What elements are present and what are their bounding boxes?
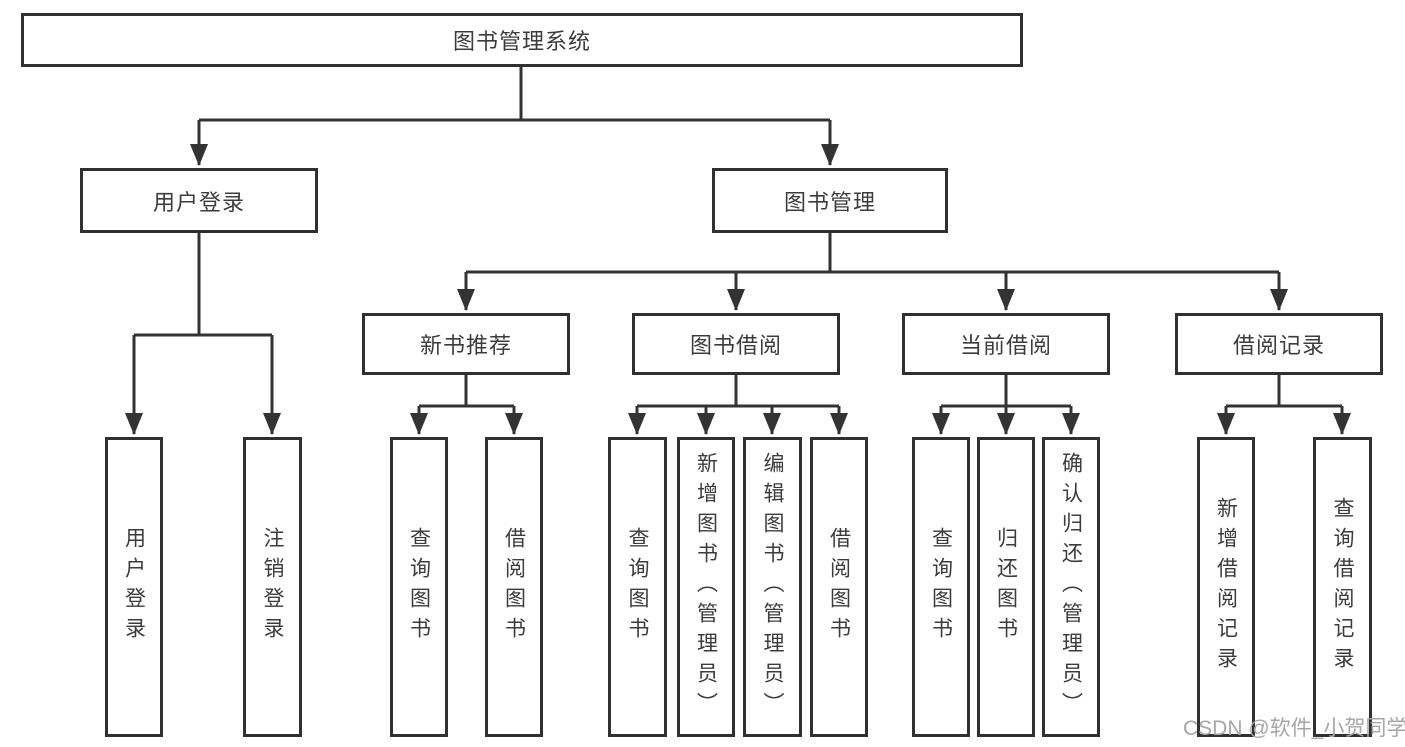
connector-current-trunk <box>941 375 1071 408</box>
node-current-borrowing: 当前借阅 <box>902 313 1110 375</box>
node-current-borrowing-label: 当前借阅 <box>959 333 1052 358</box>
leaf-current-return-book-label: 归还图书 <box>994 527 1018 647</box>
node-book-borrowing-label: 图书借阅 <box>689 333 782 358</box>
leaf-current-confirm-return-label: 确认归还（管理员） <box>1059 452 1083 722</box>
leaf-current-query-book-label: 查询图书 <box>929 527 953 647</box>
leaf-records-add-record: 新增借阅记录 <box>1197 437 1255 737</box>
connector-user-login-trunk <box>134 233 272 337</box>
node-user-login-label: 用户登录 <box>152 189 245 215</box>
connector-borrowing-trunk <box>637 375 839 408</box>
leaf-records-add-record-label: 新增借阅记录 <box>1214 497 1238 677</box>
leaf-logout-label: 注销登录 <box>261 527 284 647</box>
connector-root-trunk <box>199 67 830 122</box>
leaf-logout: 注销登录 <box>243 437 302 737</box>
node-book-borrowing: 图书借阅 <box>632 313 840 375</box>
leaf-borrowing-add-book: 新增图书（管理员） <box>677 437 735 737</box>
csdn-watermark: CSDN @软件_小贺同学 <box>1183 717 1405 740</box>
leaf-recommend-query-book-label: 查询图书 <box>407 527 431 647</box>
leaf-borrowing-borrow-book-label: 借阅图书 <box>827 527 851 647</box>
leaf-borrowing-query-book: 查询图书 <box>608 437 667 737</box>
leaf-records-query-record-label: 查询借阅记录 <box>1331 497 1354 677</box>
leaf-user-login: 用户登录 <box>105 437 163 737</box>
leaf-borrowing-query-book-label: 查询图书 <box>626 527 649 647</box>
leaf-records-query-record: 查询借阅记录 <box>1313 437 1372 737</box>
leaf-borrowing-borrow-book: 借阅图书 <box>810 437 868 737</box>
node-borrowing-records-label: 借阅记录 <box>1232 333 1325 358</box>
node-book-management-label: 图书管理 <box>783 189 876 215</box>
leaf-borrowing-edit-book-label: 编辑图书（管理员） <box>761 452 784 722</box>
connector-book-management-trunk <box>466 233 1279 274</box>
node-user-login: 用户登录 <box>80 168 318 233</box>
node-root: 图书管理系统 <box>21 13 1023 67</box>
node-root-label: 图书管理系统 <box>452 29 591 54</box>
leaf-borrowing-add-book-label: 新增图书（管理员） <box>694 452 718 722</box>
leaf-recommend-query-book: 查询图书 <box>390 437 448 737</box>
node-borrowing-records: 借阅记录 <box>1175 313 1383 375</box>
leaf-borrowing-edit-book: 编辑图书（管理员） <box>743 437 802 737</box>
leaf-recommend-borrow-book: 借阅图书 <box>485 437 543 737</box>
node-new-book-recommend-label: 新书推荐 <box>419 333 512 358</box>
leaf-current-confirm-return: 确认归还（管理员） <box>1042 437 1100 737</box>
connector-recommend-trunk <box>419 375 514 408</box>
leaf-recommend-borrow-book-label: 借阅图书 <box>502 527 526 647</box>
leaf-current-return-book: 归还图书 <box>977 437 1035 737</box>
node-new-book-recommend: 新书推荐 <box>362 313 570 375</box>
connector-records-trunk <box>1226 375 1342 408</box>
leaf-user-login-label: 用户登录 <box>122 527 146 647</box>
leaf-current-query-book: 查询图书 <box>912 437 970 737</box>
node-book-management: 图书管理 <box>712 168 948 233</box>
